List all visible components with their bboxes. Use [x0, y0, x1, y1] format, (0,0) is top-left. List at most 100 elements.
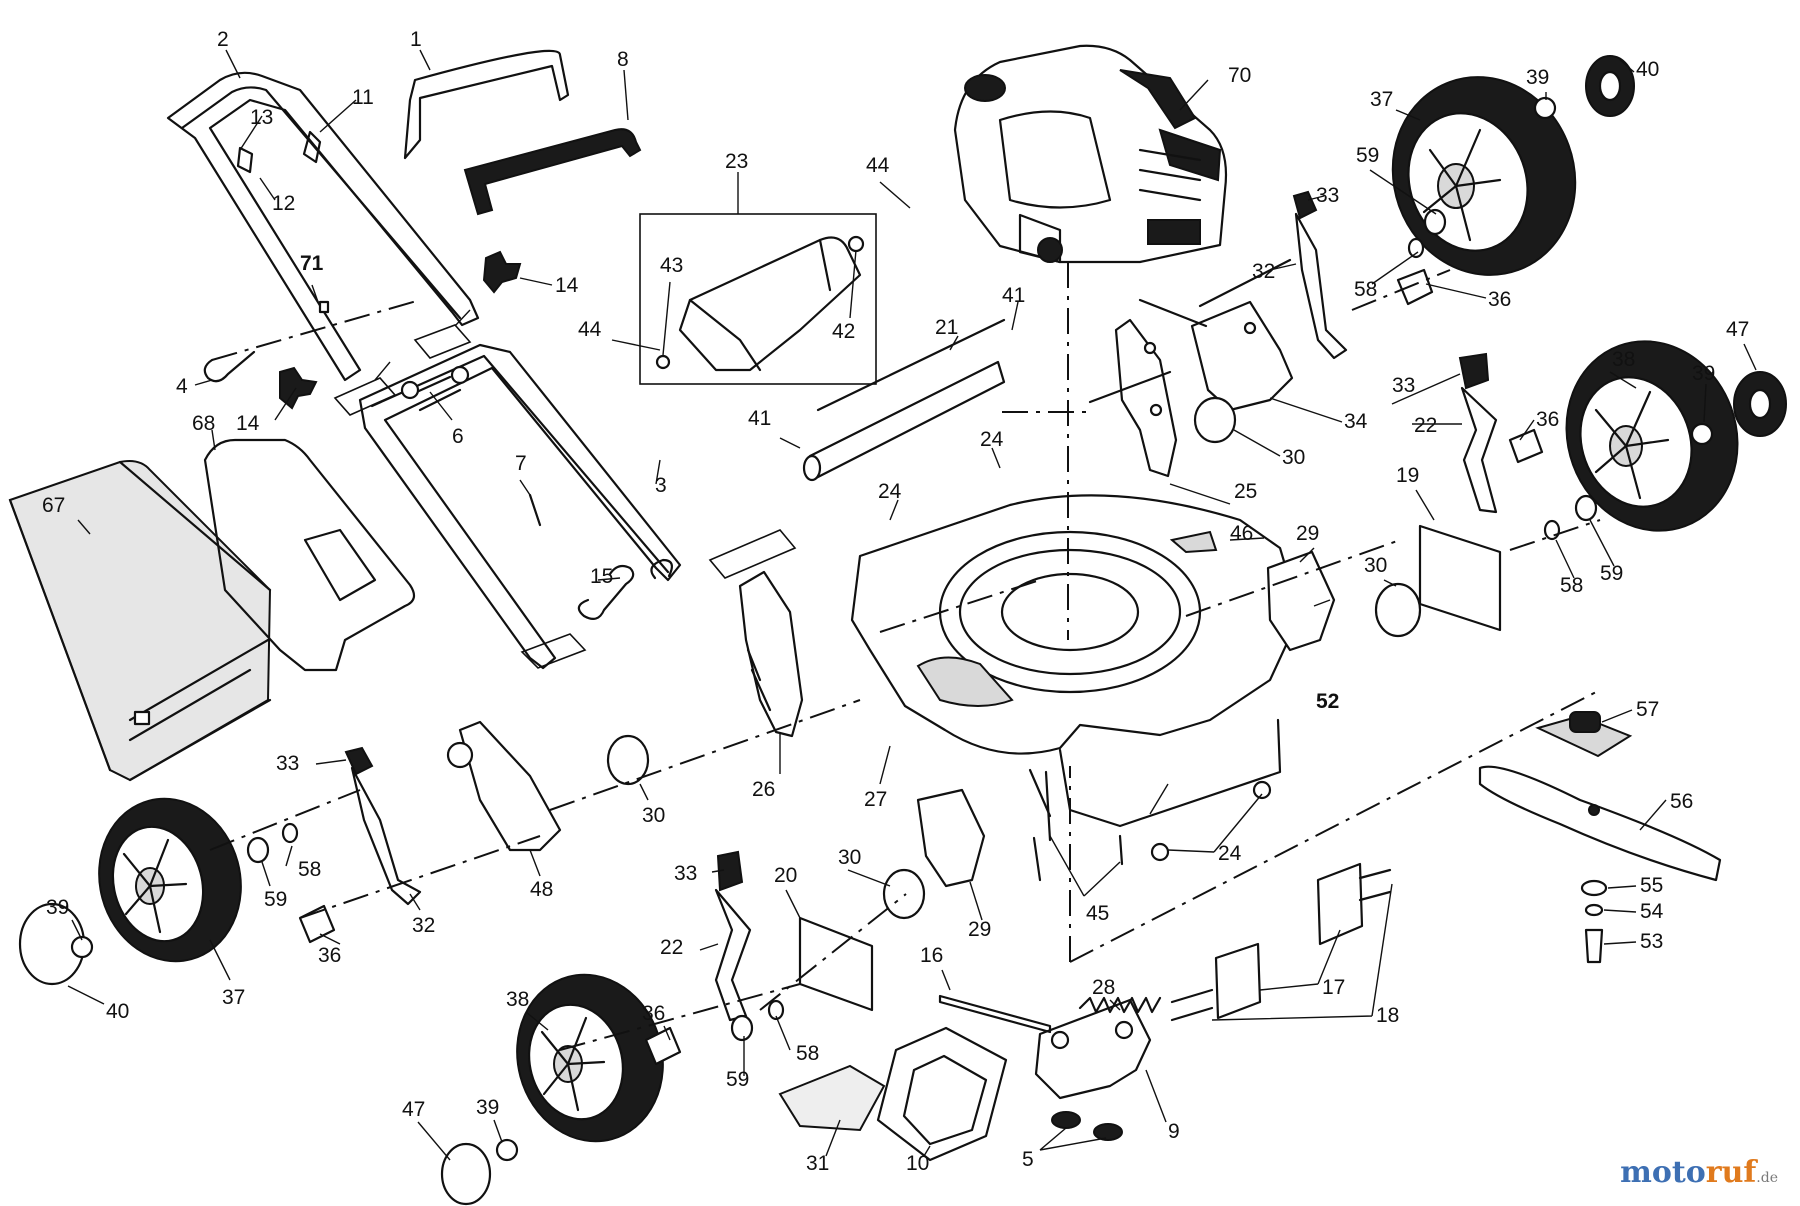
label-40-a: 40 [1636, 58, 1659, 81]
label-20: 20 [774, 864, 797, 887]
label-24-mid: 24 [878, 480, 902, 503]
label-16: 16 [920, 944, 943, 967]
label-21: 21 [935, 316, 958, 339]
handle-assembly-guides [333, 309, 797, 669]
label-68: 68 [192, 412, 215, 435]
label-58-a: 58 [1354, 278, 1377, 301]
alignment-lines [209, 262, 1601, 1051]
label-59-b: 59 [1600, 562, 1623, 585]
feet-5 [1051, 1111, 1123, 1141]
upper-handle [166, 71, 480, 382]
label-52: 52 [1316, 690, 1339, 713]
blade-56 [1478, 765, 1722, 882]
leader-lines [77, 49, 1331, 815]
leader-lines-lower [67, 59, 1757, 1161]
height-adjuster-rear-left [344, 720, 650, 906]
label-26: 26 [752, 778, 775, 801]
label-22-b: 22 [660, 936, 683, 959]
label-59-c: 59 [264, 888, 287, 911]
label-41-top: 41 [1002, 284, 1025, 307]
label-14-left: 14 [236, 412, 260, 435]
label-30-a: 30 [1282, 446, 1305, 469]
label-17: 17 [1322, 976, 1345, 999]
label-2: 2 [217, 28, 229, 51]
label-8: 8 [617, 48, 629, 71]
label-54: 54 [1640, 900, 1664, 923]
height-adjuster-front-right [1266, 352, 1502, 652]
label-47-b: 47 [402, 1098, 425, 1121]
label-59-a: 59 [1356, 144, 1379, 167]
label-38-b: 38 [506, 988, 529, 1011]
label-15: 15 [590, 565, 613, 588]
label-33-c: 33 [276, 752, 299, 775]
label-53: 53 [1640, 930, 1663, 953]
wheel-37-rear-left [98, 797, 242, 963]
label-10: 10 [906, 1152, 929, 1175]
small-hardware-handles [203, 130, 674, 621]
label-24-top: 24 [980, 428, 1004, 451]
label-44-top: 44 [866, 154, 890, 177]
mower-deck-52 [850, 494, 1302, 828]
engine-70 [953, 44, 1228, 264]
label-11: 11 [352, 86, 374, 109]
label-58-d: 58 [796, 1042, 819, 1065]
deck-bracket-26 [738, 570, 804, 738]
handle-grip-8 [463, 128, 642, 216]
label-36-d: 36 [642, 1002, 665, 1025]
label-36-b: 36 [1536, 408, 1559, 431]
label-6: 6 [452, 425, 464, 448]
label-31: 31 [806, 1152, 829, 1175]
brackets-17-18 [1170, 862, 1392, 1022]
label-39-c: 39 [46, 896, 69, 919]
site-watermark: motoruf.de [1620, 1155, 1778, 1190]
label-45: 45 [1086, 902, 1109, 925]
label-32-b: 32 [412, 914, 435, 937]
label-42: 42 [832, 320, 855, 343]
label-57: 57 [1636, 698, 1659, 721]
label-70: 70 [1228, 64, 1251, 87]
label-41-left: 41 [748, 407, 771, 430]
part-labels: 2 1 8 13 11 12 71 14 14 4 6 68 7 3 67 15… [42, 28, 1749, 1175]
bag-frame-68 [203, 438, 416, 672]
label-48: 48 [530, 878, 553, 901]
rod-16 [938, 994, 1052, 1034]
height-adjuster-rear-right [1138, 190, 1348, 444]
front-hinge-bracket-9 [1034, 998, 1152, 1100]
label-39-b: 39 [1692, 362, 1715, 385]
label-46: 46 [1230, 522, 1253, 545]
label-39-a: 39 [1526, 66, 1549, 89]
wheel-38-front-left [516, 973, 664, 1143]
label-36-a: 36 [1488, 288, 1511, 311]
axle-bolts [298, 268, 1544, 1066]
discharge-plug-46 [1169, 530, 1218, 554]
label-29-b: 29 [968, 918, 991, 941]
label-33-b: 33 [1392, 374, 1415, 397]
rear-shield-rod-21 [802, 318, 1006, 482]
label-12: 12 [272, 192, 295, 215]
label-58-b: 58 [1560, 574, 1583, 597]
grass-bag-67 [8, 460, 272, 782]
label-59-d: 59 [726, 1068, 749, 1091]
hubcaps-and-washers [18, 55, 1787, 1206]
label-22-a: 22 [1414, 414, 1437, 437]
label-40-b: 40 [106, 1000, 129, 1023]
height-adjuster-front-left [714, 788, 986, 1022]
label-29-a: 29 [1296, 522, 1319, 545]
label-24-low: 24 [1218, 842, 1242, 865]
watermark-part2: ruf [1705, 1155, 1757, 1190]
label-25: 25 [1234, 480, 1257, 503]
label-23: 23 [725, 150, 748, 173]
label-32-a: 32 [1252, 260, 1275, 283]
label-7: 7 [515, 452, 527, 475]
label-71: 71 [300, 252, 324, 275]
label-28: 28 [1092, 976, 1115, 999]
watermark-part3: .de [1756, 1170, 1778, 1186]
label-14-right: 14 [555, 274, 579, 297]
label-27: 27 [864, 788, 887, 811]
wheel-38-front-right [1565, 340, 1739, 532]
label-5: 5 [1022, 1148, 1034, 1171]
label-33-d: 33 [674, 862, 697, 885]
blade-hardware [1580, 879, 1608, 964]
label-38-a: 38 [1612, 348, 1635, 371]
label-18: 18 [1376, 1004, 1399, 1027]
